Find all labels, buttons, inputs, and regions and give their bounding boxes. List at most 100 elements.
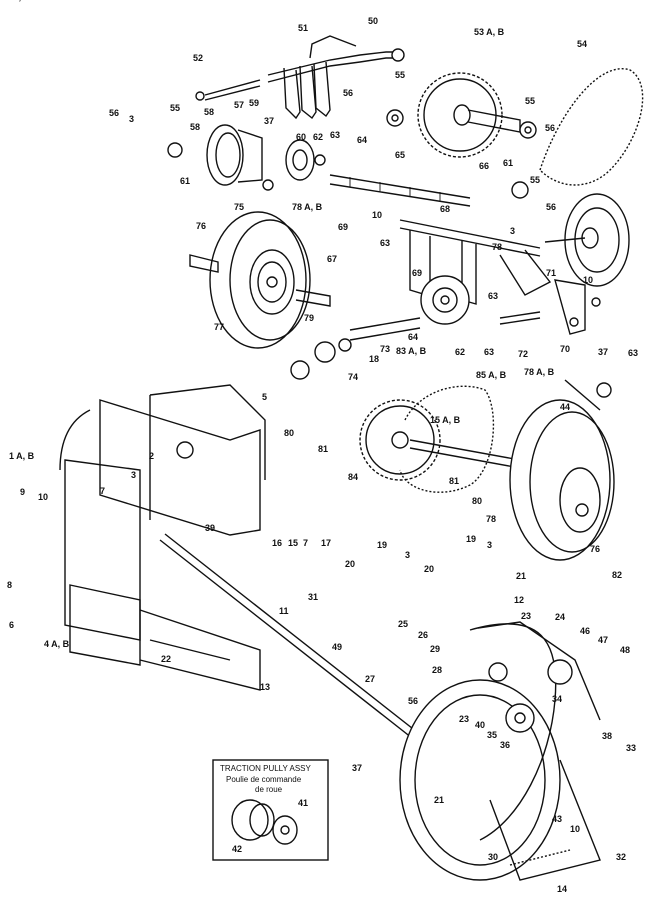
part-label: 6	[9, 620, 14, 630]
part-label: 44	[560, 402, 570, 412]
part-label: 76	[590, 544, 600, 554]
part-label: 56	[546, 202, 556, 212]
part-label: 69	[412, 268, 422, 278]
part-label: 3	[129, 114, 134, 124]
part-label: 62	[313, 132, 323, 142]
chassis-5	[99, 384, 266, 536]
part-label: 55	[170, 103, 180, 113]
part-label: 67	[327, 254, 337, 264]
part-label: 16	[272, 538, 282, 548]
part-label: 54	[577, 39, 587, 49]
wheel-top-left	[189, 211, 331, 349]
gear-79	[290, 338, 352, 380]
part-label: 38	[602, 731, 612, 741]
part-label: 10	[38, 492, 48, 502]
part-label: 69	[338, 222, 348, 232]
part-label: 20	[424, 564, 434, 574]
part-label: 51	[298, 23, 308, 33]
part-label: 59	[249, 98, 259, 108]
chain-85	[399, 385, 521, 493]
part-label: 29	[430, 644, 440, 654]
part-label: 41	[298, 798, 308, 808]
part-label: 63	[484, 347, 494, 357]
part-label: 56	[408, 696, 418, 706]
part-label: 50	[368, 16, 378, 26]
part-label: 22	[161, 654, 171, 664]
part-label: 66	[479, 161, 489, 171]
part-label: 78 A, B	[292, 202, 323, 212]
part-label: 63	[628, 348, 638, 358]
part-label: 19	[377, 540, 387, 550]
part-label: 57	[234, 100, 244, 110]
part-label: 20	[345, 559, 355, 569]
part-label: 68	[440, 204, 450, 214]
shift-rod-assembly	[195, 35, 405, 120]
part-label: 9	[20, 487, 25, 497]
part-label: 71	[546, 268, 556, 278]
part-label: 26	[418, 630, 428, 640]
part-label: 48	[620, 645, 630, 655]
part-label: 37	[598, 347, 608, 357]
part-label: 3	[131, 470, 136, 480]
part-label: 3	[487, 540, 492, 550]
part-label: 79	[304, 313, 314, 323]
part-label: 81	[449, 476, 459, 486]
part-label: 33	[626, 743, 636, 753]
part-label: 37	[264, 116, 274, 126]
wheel-right	[509, 379, 615, 561]
part-label: 70	[560, 344, 570, 354]
part-label: 61	[503, 158, 513, 168]
arm-70	[554, 279, 601, 335]
part-label: 3	[405, 550, 410, 560]
part-label: 23	[459, 714, 469, 724]
part-label: 45 A, B	[0, 0, 31, 2]
part-label: 15 A, B	[430, 415, 461, 425]
part-label: 64	[408, 332, 418, 342]
part-label: 1 A, B	[9, 451, 35, 461]
part-label: 8	[7, 580, 12, 590]
part-label: 12	[514, 595, 524, 605]
friction-disc-57	[206, 124, 326, 191]
sprocket-83	[359, 399, 441, 481]
shaft-73	[349, 311, 541, 341]
part-label: 14	[557, 884, 567, 894]
part-label: 78 A, B	[524, 367, 555, 377]
part-label: 21	[434, 795, 444, 805]
part-label: 10	[372, 210, 382, 220]
part-label: 30	[488, 852, 498, 862]
part-label: 34	[552, 694, 562, 704]
frame-68	[399, 219, 552, 325]
part-label: 63	[330, 130, 340, 140]
part-label: 77	[214, 322, 224, 332]
part-label: 55	[525, 96, 535, 106]
part-label: 63	[380, 238, 390, 248]
part-label: 28	[432, 665, 442, 675]
left-plate-1	[59, 409, 261, 691]
part-label: 21	[516, 571, 526, 581]
part-label: 60	[296, 132, 306, 142]
part-label: 65	[395, 150, 405, 160]
part-label: 27	[365, 674, 375, 684]
inset-title: TRACTION PULLY ASSY	[220, 764, 312, 773]
part-label: 61	[180, 176, 190, 186]
part-label: 73	[380, 344, 390, 354]
part-label: 23	[521, 611, 531, 621]
part-label: 40	[475, 720, 485, 730]
axle-65	[329, 174, 471, 207]
part-label: 62	[455, 347, 465, 357]
lower-drive-assembly	[399, 621, 601, 881]
part-label: 29	[0, 0, 10, 2]
part-label: 81	[318, 444, 328, 454]
part-label: 74	[348, 372, 358, 382]
part-label: 47	[598, 635, 608, 645]
inset-box: TRACTION PULLY ASSY Poulie de commande d…	[212, 759, 329, 861]
part-label: 35	[487, 730, 497, 740]
part-label: 75	[234, 202, 244, 212]
part-label: 32	[616, 852, 626, 862]
part-label: 56	[109, 108, 119, 118]
part-label: 53 A, B	[474, 27, 505, 37]
part-label: 2	[149, 451, 154, 461]
part-label: 25	[398, 619, 408, 629]
